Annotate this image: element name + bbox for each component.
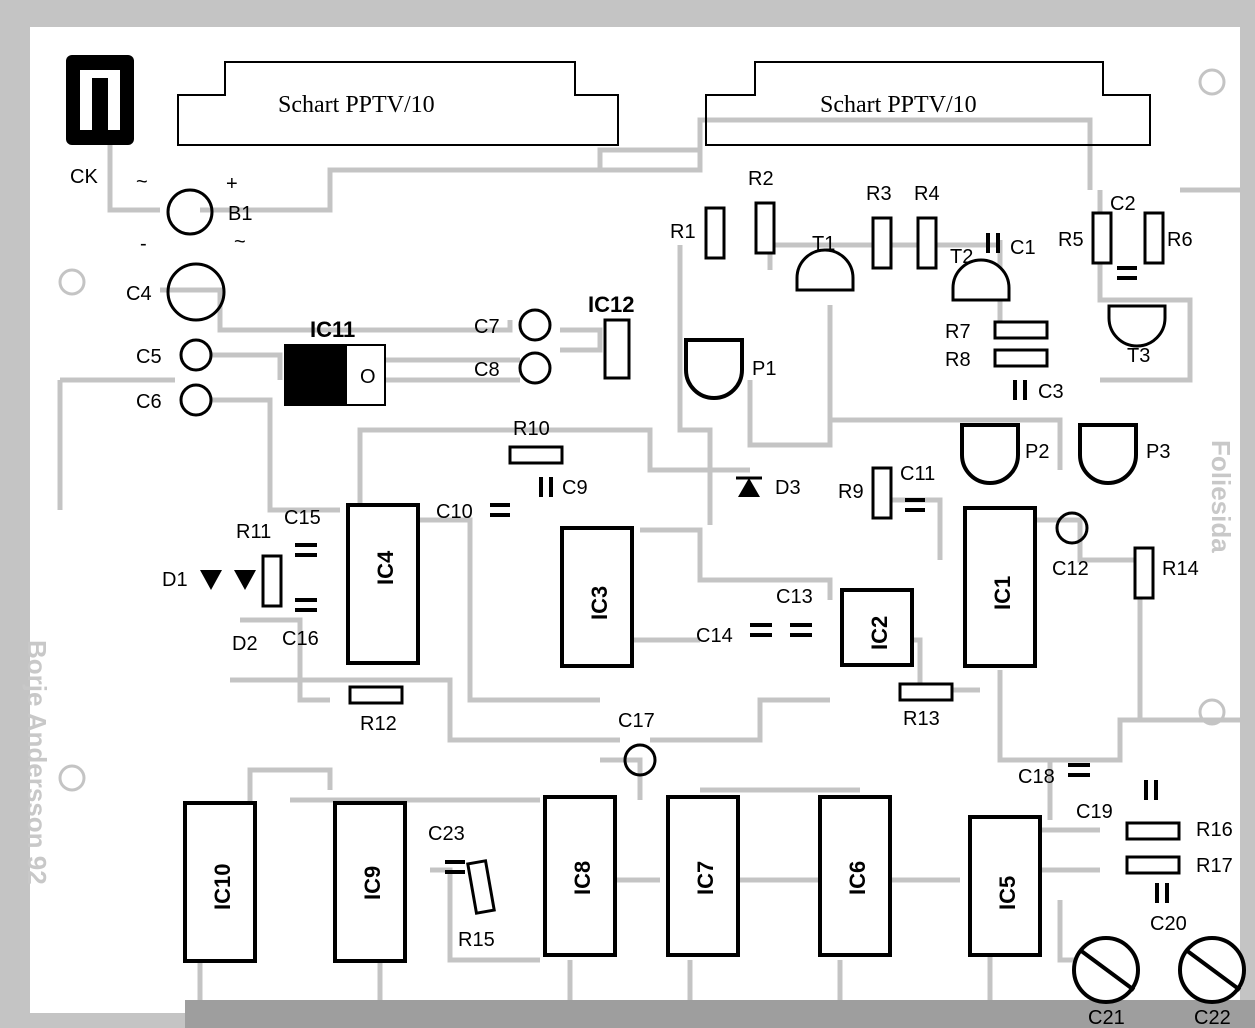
r7-label: R7 <box>945 321 971 343</box>
p1-label: P1 <box>752 358 776 380</box>
r14-label: R14 <box>1162 558 1199 580</box>
ic3-label: IC3 <box>587 586 612 620</box>
c1-label: C1 <box>1010 237 1036 259</box>
ic1-label: IC1 <box>990 576 1015 610</box>
b1-label: B1 <box>228 203 252 225</box>
c19-label: C19 <box>1076 801 1113 823</box>
c2-label: C2 <box>1110 193 1136 215</box>
r3-label: R3 <box>866 183 892 205</box>
dip-packages <box>183 503 1042 963</box>
minus-sign: - <box>140 233 147 255</box>
ic11-label: IC11 <box>310 317 355 342</box>
ic5-label: IC5 <box>995 876 1020 910</box>
side-text-right: Foliesida <box>1206 440 1236 553</box>
c14-label: C14 <box>696 625 733 647</box>
ic4-label: IC4 <box>373 550 398 585</box>
r15-label: R15 <box>458 929 495 951</box>
t2-label: T2 <box>950 246 973 268</box>
scart-connector-left: Schart PPTV/10 <box>177 61 619 146</box>
r16-label: R16 <box>1196 819 1233 841</box>
c5-label: C5 <box>136 346 162 368</box>
t1-label: T1 <box>812 233 835 255</box>
scart-label-left: Schart PPTV/10 <box>278 92 435 118</box>
ic11-regulator: IC11 O <box>284 317 386 406</box>
c6-label: C6 <box>136 391 162 413</box>
b1-bridge: B1 + - ~ ~ <box>136 171 252 255</box>
potentiometers <box>684 338 1138 485</box>
ceramic-capacitors <box>295 233 1169 903</box>
c17-label: C17 <box>618 710 655 732</box>
mounting-holes <box>58 68 1226 792</box>
r12-label: R12 <box>360 713 397 735</box>
copper-tracks <box>57 117 1255 1000</box>
ic8-label: IC8 <box>570 861 595 895</box>
r11-label: R11 <box>236 521 271 543</box>
ic-labels: IC4 IC3 IC2 IC1 IC10 IC9 IC8 IC7 IC6 IC5 <box>210 550 1020 910</box>
c15-label: C15 <box>284 507 321 529</box>
ac-sign-1: ~ <box>136 171 148 193</box>
transistors <box>795 248 1167 348</box>
side-text-left: Borje Andersson 92 <box>22 640 52 885</box>
ic11-mark: O <box>360 366 376 388</box>
d1-label: D1 <box>162 569 188 591</box>
ic7-label: IC7 <box>693 861 718 895</box>
scart-connector-right: Schart PPTV/10 <box>705 61 1151 146</box>
c22-label: C22 <box>1194 1007 1231 1028</box>
r4-label: R4 <box>914 183 940 205</box>
c10-label: C10 <box>436 501 473 523</box>
electrolytic-capacitors: C4 C5 C6 C7 C8 C12 C17 <box>126 262 1089 777</box>
ac-sign-2: ~ <box>234 231 246 253</box>
d3-label: D3 <box>775 477 801 499</box>
r5-label: R5 <box>1058 229 1084 251</box>
c11-label: C11 <box>900 463 935 485</box>
c20-label: C20 <box>1150 913 1187 935</box>
c16-label: C16 <box>282 628 319 650</box>
ic12: IC12 <box>588 292 634 380</box>
r13-label: R13 <box>903 708 940 730</box>
trimmer-capacitors <box>1072 936 1246 1004</box>
ck-connector: CK <box>66 55 134 188</box>
ic9-label: IC9 <box>360 866 385 900</box>
p3-label: P3 <box>1146 441 1170 463</box>
c21-label: C21 <box>1088 1007 1125 1028</box>
ic6-label: IC6 <box>845 861 870 895</box>
plus-sign: + <box>226 173 238 195</box>
t3-label: T3 <box>1127 345 1150 367</box>
c12-label: C12 <box>1052 558 1089 580</box>
d2-label: D2 <box>232 633 258 655</box>
r9-label: R9 <box>838 481 864 503</box>
c3-label: C3 <box>1038 381 1064 403</box>
ic2-label: IC2 <box>867 616 892 650</box>
r6-label: R6 <box>1167 229 1193 251</box>
ic10-label: IC10 <box>210 864 235 910</box>
r2-label: R2 <box>748 168 774 190</box>
c8-label: C8 <box>474 359 500 381</box>
capacitor-labels: C1 C2 C3 C9 C10 C11 C15 C16 C13 C14 C18 … <box>282 193 1187 935</box>
r1-label: R1 <box>670 221 696 243</box>
c18-label: C18 <box>1018 766 1055 788</box>
p2-label: P2 <box>1025 441 1049 463</box>
c4-label: C4 <box>126 283 152 305</box>
resistors: R1 R2 R3 R4 R5 R6 R7 R8 R10 R9 R14 R11 R… <box>236 168 1233 951</box>
c23-label: C23 <box>428 823 465 845</box>
c13-label: C13 <box>776 586 813 608</box>
ck-label: CK <box>70 166 98 188</box>
r17-label: R17 <box>1196 855 1233 877</box>
ic12-label: IC12 <box>588 292 634 317</box>
c9-label: C9 <box>562 477 588 499</box>
r8-label: R8 <box>945 349 971 371</box>
r10-label: R10 <box>513 418 550 440</box>
diodes <box>200 476 762 590</box>
scart-label-right: Schart PPTV/10 <box>820 92 977 118</box>
c7-label: C7 <box>474 316 500 338</box>
